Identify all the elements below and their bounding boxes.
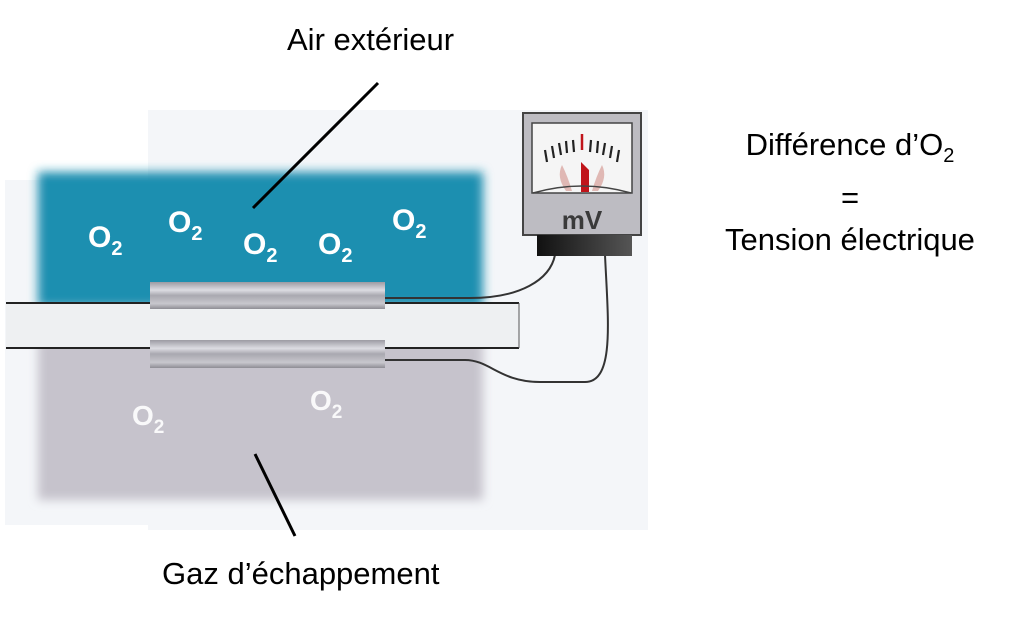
leader-line-air [251, 81, 380, 210]
equals-sign: = [840, 180, 860, 216]
svg-text:O2: O2 [392, 204, 426, 243]
sensor-electrode-outer [150, 282, 385, 309]
leader-line-exhaust [253, 453, 297, 537]
wire-outer [385, 254, 556, 299]
voltage-label: Tension électrique [725, 222, 975, 258]
o2-molecules: O2 O2 O2 O2 O2 O2 O2 [88, 204, 426, 438]
millivoltmeter: mV [522, 112, 642, 256]
label-exhaust-gas: Gaz d’échappement [162, 556, 440, 591]
svg-text:O2: O2 [318, 228, 352, 267]
svg-text:O2: O2 [88, 221, 122, 260]
wire-inner [385, 254, 609, 383]
meter-unit: mV [562, 205, 603, 235]
svg-text:O2: O2 [132, 400, 164, 438]
svg-text:O2: O2 [243, 228, 277, 267]
label-o2-difference: Différence d’O2 = Tension électrique [690, 124, 1010, 261]
sensor-electrode-inner [150, 340, 385, 368]
meter-base [537, 235, 632, 256]
meter-needle [581, 162, 589, 192]
o2-difference-text: Différence d’O [745, 127, 944, 162]
svg-text:O2: O2 [168, 206, 202, 245]
o2-subscript: 2 [943, 145, 955, 168]
label-outside-air: Air extérieur [287, 22, 455, 57]
svg-text:O2: O2 [310, 385, 342, 423]
